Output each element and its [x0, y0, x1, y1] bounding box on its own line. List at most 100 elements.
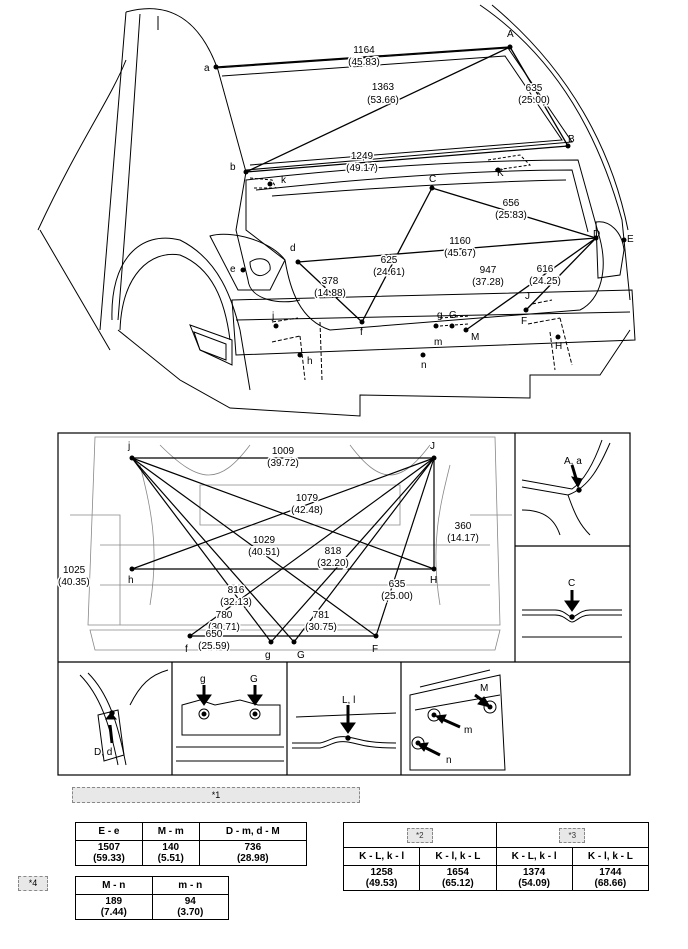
dim-b-A-in: (53.66): [367, 95, 399, 106]
ub-dim-j-F-in: (32.13): [220, 597, 252, 608]
ub-dim-J-F: 635: [389, 579, 406, 590]
table-small-header-0: M - n: [75, 876, 153, 895]
ub-dim-j-J: 1009: [272, 446, 295, 457]
label-E: E: [627, 234, 634, 245]
table-right-cell-0: 1258(49.53): [342, 865, 421, 891]
measurement-lines: [215, 46, 597, 331]
label-g: g: [437, 310, 443, 321]
detail-label-M: M: [480, 683, 488, 694]
label-e: e: [230, 264, 236, 275]
label-H: H: [555, 341, 562, 352]
dim-D-M: 947: [480, 265, 497, 276]
detail-M-m-n: [409, 669, 506, 771]
ub-dim-j-G-in: (30.71): [208, 622, 240, 633]
dim-b-B-in: (49.17): [346, 163, 378, 174]
table-right-group-3: *3: [495, 822, 649, 848]
label-F-top: F: [521, 316, 527, 327]
callout-4: *4: [18, 876, 48, 891]
detail-label-Ll: L, l: [342, 695, 355, 706]
ub-dim-j-H: 1079: [296, 493, 319, 504]
label-d: d: [290, 243, 296, 254]
detail-D-d: [79, 669, 169, 766]
label-M: M: [471, 332, 479, 343]
dim-A-B-in: (25.00): [518, 95, 550, 106]
ub-dim-J-f: 1029: [253, 535, 276, 546]
ub-dim-J-h-in: (32.20): [317, 558, 349, 569]
dim-b-B: 1249: [351, 151, 374, 162]
vehicle-rear-view-diagram: a A b B C d D e E f g G h H j J k K m M …: [37, 4, 636, 417]
measurement-points: [213, 44, 627, 358]
underbody-dim-labels: 1009 (39.72) 1079 (42.48) 360 (14.17) 10…: [57, 445, 481, 654]
detail-label-Aa: A, a: [564, 456, 582, 467]
table-right-header-0: K - L, k - l: [342, 847, 421, 866]
ub-dim-J-H-in: (14.17): [447, 533, 479, 544]
label-k: k: [281, 175, 287, 186]
ub-dim-J-F-in: (25.00): [381, 591, 413, 602]
dim-D-J-in: (24.25): [529, 276, 561, 287]
panel-frame: [57, 432, 631, 776]
detail-label-n: n: [446, 755, 452, 766]
table-right-header-2: K - L, k - l: [495, 847, 573, 866]
table-left: E - e M - m D - m, d - M 1507(59.33) 140…: [75, 822, 308, 866]
table-right: *2 *3 K - L, k - l K - l, k - L K - L, k…: [342, 822, 650, 891]
dim-b-A: 1363: [372, 82, 395, 93]
table-left-cell-1: 140(5.51): [141, 840, 200, 866]
detail-g-G: [176, 685, 284, 762]
table-left-cell-0: 1507(59.33): [75, 840, 143, 866]
label-f: f: [360, 327, 363, 338]
dim-C-f: 625: [381, 255, 398, 266]
detail-label-G: G: [250, 674, 258, 685]
ub-label-f: f: [185, 644, 188, 655]
table-small-cell-1: 94(3.70): [151, 894, 229, 920]
ub-label-h: h: [128, 575, 134, 586]
label-n: n: [421, 360, 427, 371]
ub-label-F: F: [372, 644, 378, 655]
table-small: M - n m - n 189(7.44) 94(3.70): [75, 876, 229, 920]
table-right-cell-2: 1374(54.09): [495, 865, 573, 891]
detail-L-l: [292, 705, 397, 749]
dim-d-f: 378: [322, 276, 339, 287]
ub-dim-J-h: 818: [325, 546, 342, 557]
table-small-cell-0: 189(7.44): [75, 894, 153, 920]
ub-dim-j-F: 816: [228, 585, 245, 596]
dim-d-f-in: (14.88): [314, 288, 346, 299]
dim-d-D: 1160: [449, 236, 471, 247]
table-right-cell-1: 1654(65.12): [419, 865, 497, 891]
label-b: b: [230, 162, 236, 173]
ub-dim-h-H-in: (40.35): [58, 577, 90, 588]
detail-C: [522, 590, 622, 638]
dim-d-D-in: (45.67): [444, 248, 476, 259]
ub-dim-J-H: 360: [455, 521, 472, 532]
label-B: B: [568, 134, 575, 145]
dim-C-D: 656: [503, 198, 520, 209]
ub-dim-f-F-in: (25.59): [198, 641, 230, 652]
ub-label-j: j: [127, 441, 130, 452]
detail-label-g: g: [200, 674, 206, 685]
dim-D-M-in: (37.28): [472, 277, 504, 288]
ub-dim-h-H: 1025: [63, 565, 86, 576]
ub-label-g: g: [265, 650, 271, 661]
table-left-cell-2: 736(28.98): [198, 840, 308, 866]
table-right-group-2: *2: [343, 822, 497, 848]
label-a: a: [204, 63, 210, 74]
underbody-view-diagram: j J h H f F g G 1009 (39.72) 1079 (42.48…: [57, 432, 631, 776]
table-right-cell-3: 1744(68.66): [571, 865, 650, 891]
table-left-header-1: M - m: [141, 822, 200, 841]
detail-A-a: [521, 439, 611, 536]
table-left-header-0: E - e: [75, 822, 143, 841]
ub-dim-J-f-in: (40.51): [248, 547, 280, 558]
underbody-point-labels: j J h H f F g G: [127, 441, 437, 661]
dim-a-A-in: (45.83): [348, 57, 380, 68]
dim-C-f-in: (24.61): [373, 267, 405, 278]
detail-label-C: C: [568, 578, 575, 589]
ub-dim-j-G: 780: [216, 610, 233, 621]
detail-label-Dd: D, d: [94, 747, 112, 758]
dim-A-B: 635: [526, 83, 543, 94]
ub-dim-J-g: 781: [313, 610, 330, 621]
ub-dim-f-F: 650: [206, 629, 223, 640]
label-K: K: [497, 168, 504, 179]
table-right-header-1: K - l, k - L: [419, 847, 497, 866]
table-small-header-1: m - n: [151, 876, 229, 895]
label-J: J: [525, 291, 530, 302]
dim-C-D-in: (25.83): [495, 210, 527, 221]
